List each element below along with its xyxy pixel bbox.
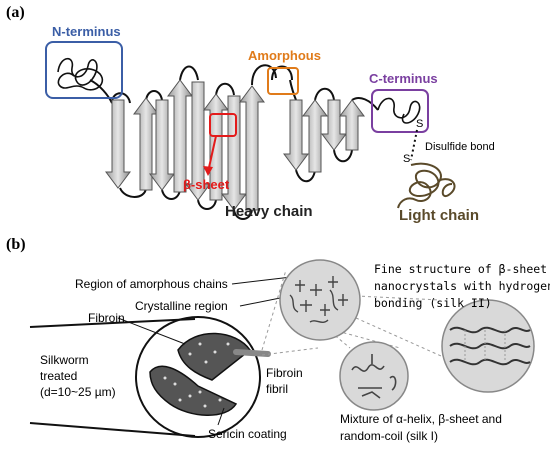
strand-8 [239,85,265,211]
fibroin-speckles [163,342,230,408]
beta-strands [105,79,365,211]
n-terminus-label: N-terminus [52,24,121,39]
silkworm-label-1: Silkworm [40,353,89,367]
fibroin-label: Fibroin [88,311,125,325]
heavy-chain-label: Heavy chain [225,203,313,220]
s-bottom-label: S [403,153,411,165]
beta-sheet-box [209,113,237,137]
c-terminus-box [371,89,429,133]
panel-b-label: (b) [6,236,26,253]
strand-10 [302,99,328,173]
strand-5 [185,81,211,201]
mixture-label-1: Mixture of α-helix, β-sheet and [340,412,502,426]
fine-structure-label-2: nanocrystals with hydrogen [374,279,550,293]
zoom-circle-silk-i [339,341,409,411]
strand-4 [167,79,193,193]
amorphous-region-label: Region of amorphous chains [75,277,228,291]
light-chain-label: Light chain [399,207,479,224]
s-top-label: S [416,118,424,130]
fibroin-lobes [149,332,252,416]
beta-sheet-label: β-sheet [183,177,230,192]
amorphous-label: Amorphous [248,48,321,63]
backbone-loops [89,64,379,220]
zoom-circle-silk-ii [441,299,535,393]
fibroin-fibril-label-2: fibril [266,382,289,396]
fibroin-fibril [233,349,271,357]
amorphous-box [267,67,299,95]
silkworm-fiber [29,316,261,438]
fine-structure-label-1: Fine structure of β-sheet [374,262,548,276]
strand-9 [283,99,309,171]
mixture-label-2: random-coil (silk I) [340,429,439,443]
disulfide-line [410,129,418,161]
strand-7 [221,95,247,211]
silkworm-label-2: treated [40,369,78,383]
strand-12 [339,99,365,151]
strand-11 [321,99,347,151]
fine-structure-label-3: bonding (silk II) [374,296,492,310]
light-chain-coil [397,162,456,209]
panel-a-label: (a) [6,4,25,21]
n-terminus-box [45,41,123,99]
sericin-label: Sericin coating [208,427,287,441]
n-terminus-coil [57,57,104,91]
crystalline-region-label: Crystalline region [135,299,228,313]
fibroin-fibril-label-1: Fibroin [266,366,303,380]
silkworm-label-3: (d=10~25 µm) [40,385,116,399]
zoom-circle-crystalline [279,259,361,341]
c-terminus-coil [377,97,421,124]
strand-3 [149,99,175,191]
strand-1 [105,99,131,189]
c-terminus-label: C-terminus [369,71,438,86]
beta-sheet-arrow [207,135,217,173]
disulfide-label: Disulfide bond [425,141,495,153]
